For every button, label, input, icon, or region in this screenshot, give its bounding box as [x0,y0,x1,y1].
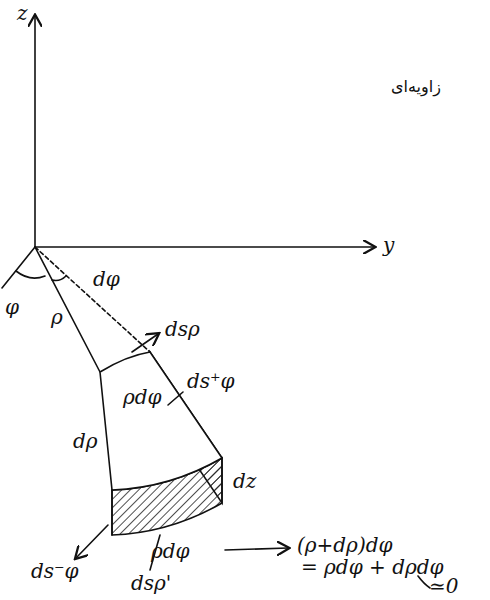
leader-line [168,392,183,405]
length-label: dz [232,470,257,492]
x-axis [2,247,35,288]
formula-text: (ρ+dρ)dφ [296,534,394,556]
length-label: ρ [50,306,64,328]
approx-note: ≃0 [428,575,459,597]
angle-label: φ [4,296,20,318]
arc-label: ρdφ [122,386,163,408]
edge [111,490,113,535]
surface-label: dsρ' [130,572,172,594]
y-axis [35,246,374,248]
formula-text: = ρdφ + dρdφ [300,556,445,578]
persian-note: زاویه‌ای [390,78,442,96]
dphi-arc [52,276,66,281]
rho-ray-2 [35,247,150,352]
arc-label: ρdφ [150,540,191,562]
angle-label: dφ [92,268,121,290]
leader-arrow [132,334,158,352]
arrow [225,548,288,550]
surface-label: ds⁻φ [30,560,80,582]
length-label: dρ [72,430,99,452]
leader-arrow [76,525,108,558]
phi-arc [16,271,45,278]
rho-ray [35,247,100,372]
surface-label: dsρ [164,318,201,340]
axis-label: z [16,2,29,24]
surface-label: ds⁺φ [186,370,236,392]
axis-label: y [382,234,395,256]
z-axis [34,16,36,247]
